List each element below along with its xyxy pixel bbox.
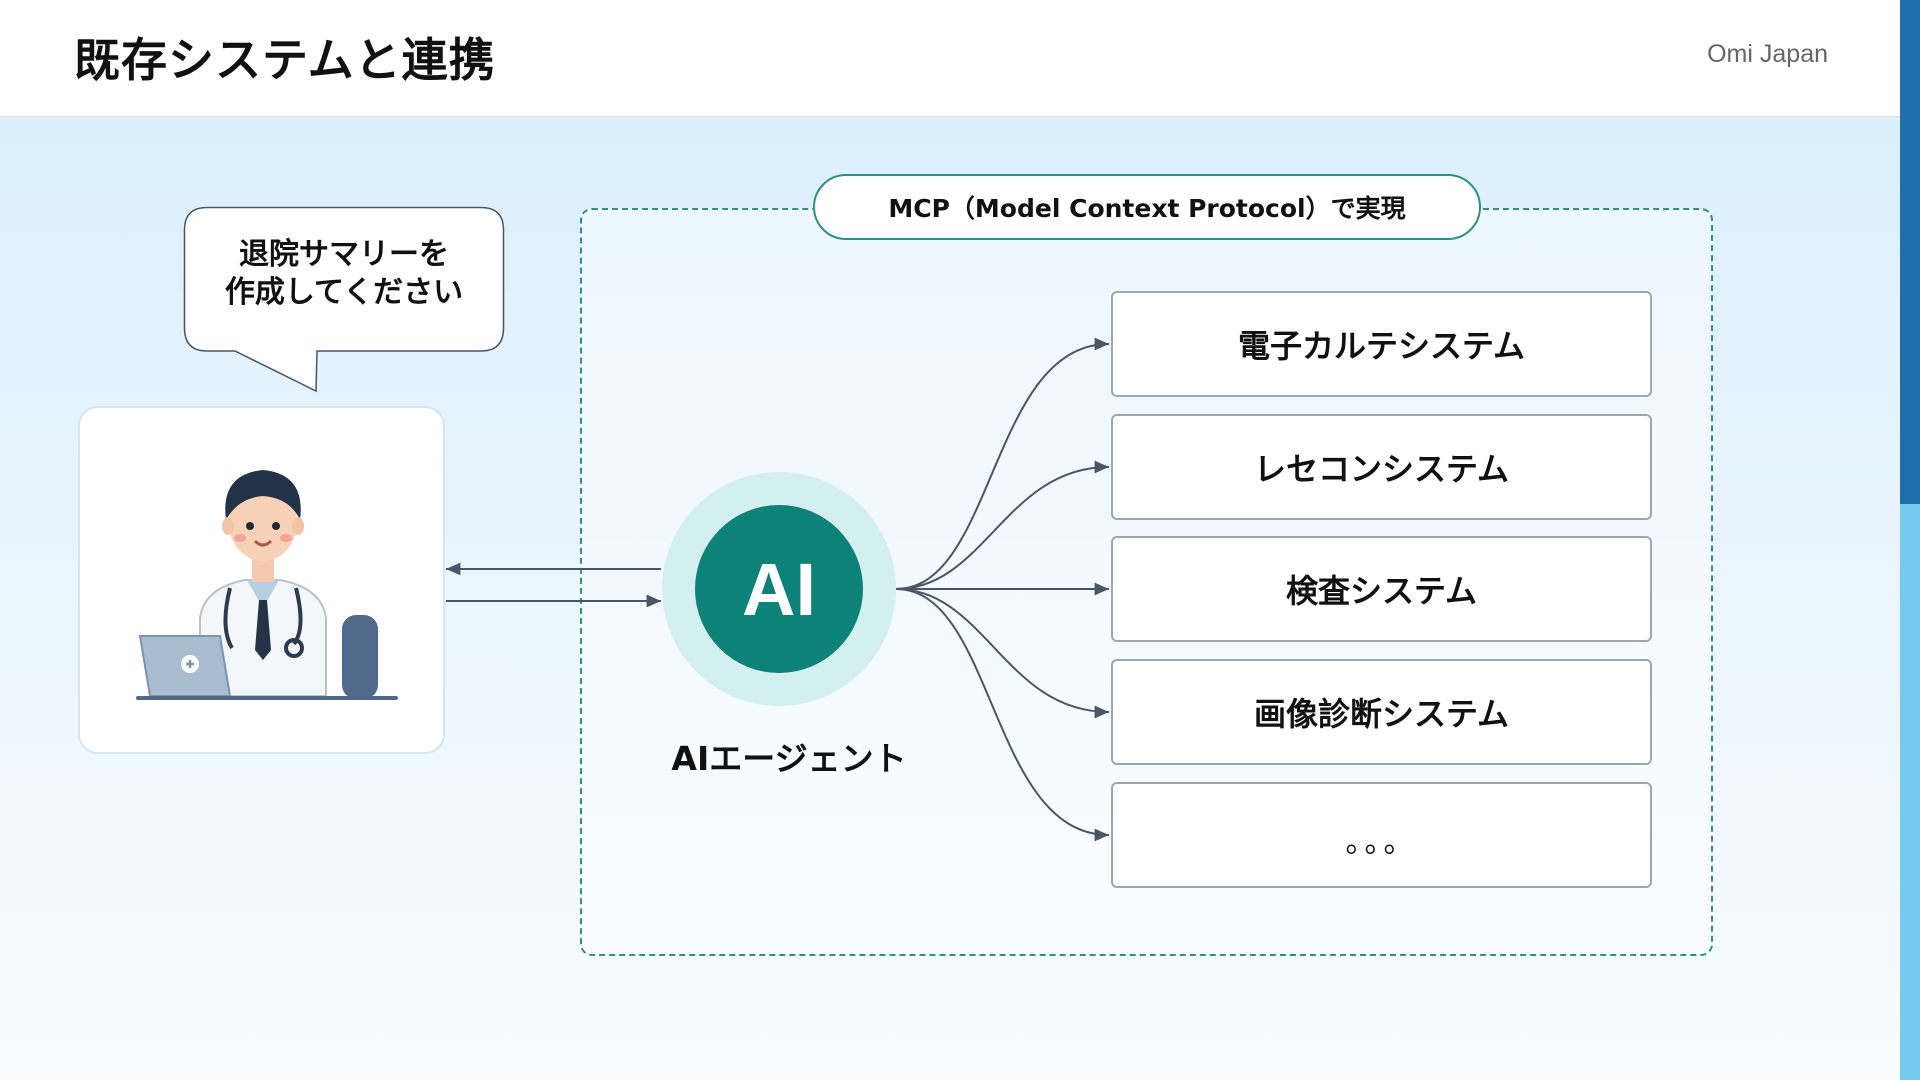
arrow-to-receipt bbox=[895, 460, 1110, 590]
speech-bubble-text: 退院サマリーを 作成してください bbox=[183, 236, 505, 312]
arrow-to-other bbox=[895, 588, 1110, 842]
arrow-to-imaging bbox=[895, 588, 1110, 719]
system-lab: 検査システム bbox=[1111, 536, 1652, 642]
speech-bubble bbox=[183, 206, 505, 393]
system-ehr: 電子カルテシステム bbox=[1111, 291, 1652, 397]
accent-bar-bottom bbox=[1900, 504, 1920, 1080]
system-imaging: 画像診断システム bbox=[1111, 659, 1652, 765]
system-receipt: レセコンシステム bbox=[1111, 414, 1652, 520]
accent-bar-top bbox=[1900, 0, 1920, 504]
doctor-card bbox=[78, 406, 445, 754]
ai-agent-badge: AI bbox=[695, 505, 863, 673]
accent-bar bbox=[1900, 0, 1920, 1080]
ai-agent-label: AIエージェント bbox=[671, 739, 907, 778]
header: 既存システムと連携 Omi Japan bbox=[0, 0, 1900, 117]
arrow-to-ehr bbox=[895, 337, 1110, 590]
speech-line-2: 作成してください bbox=[224, 275, 464, 310]
speech-line-1: 退院サマリーを bbox=[239, 237, 449, 272]
doctor-with-laptop-icon bbox=[136, 470, 398, 700]
system-other: 。。。 bbox=[1111, 782, 1652, 888]
brand-name: Omi Japan bbox=[1707, 40, 1828, 68]
mcp-label: MCP（Model Context Protocol）で実現 bbox=[813, 174, 1481, 240]
page-title: 既存システムと連携 bbox=[74, 33, 496, 87]
